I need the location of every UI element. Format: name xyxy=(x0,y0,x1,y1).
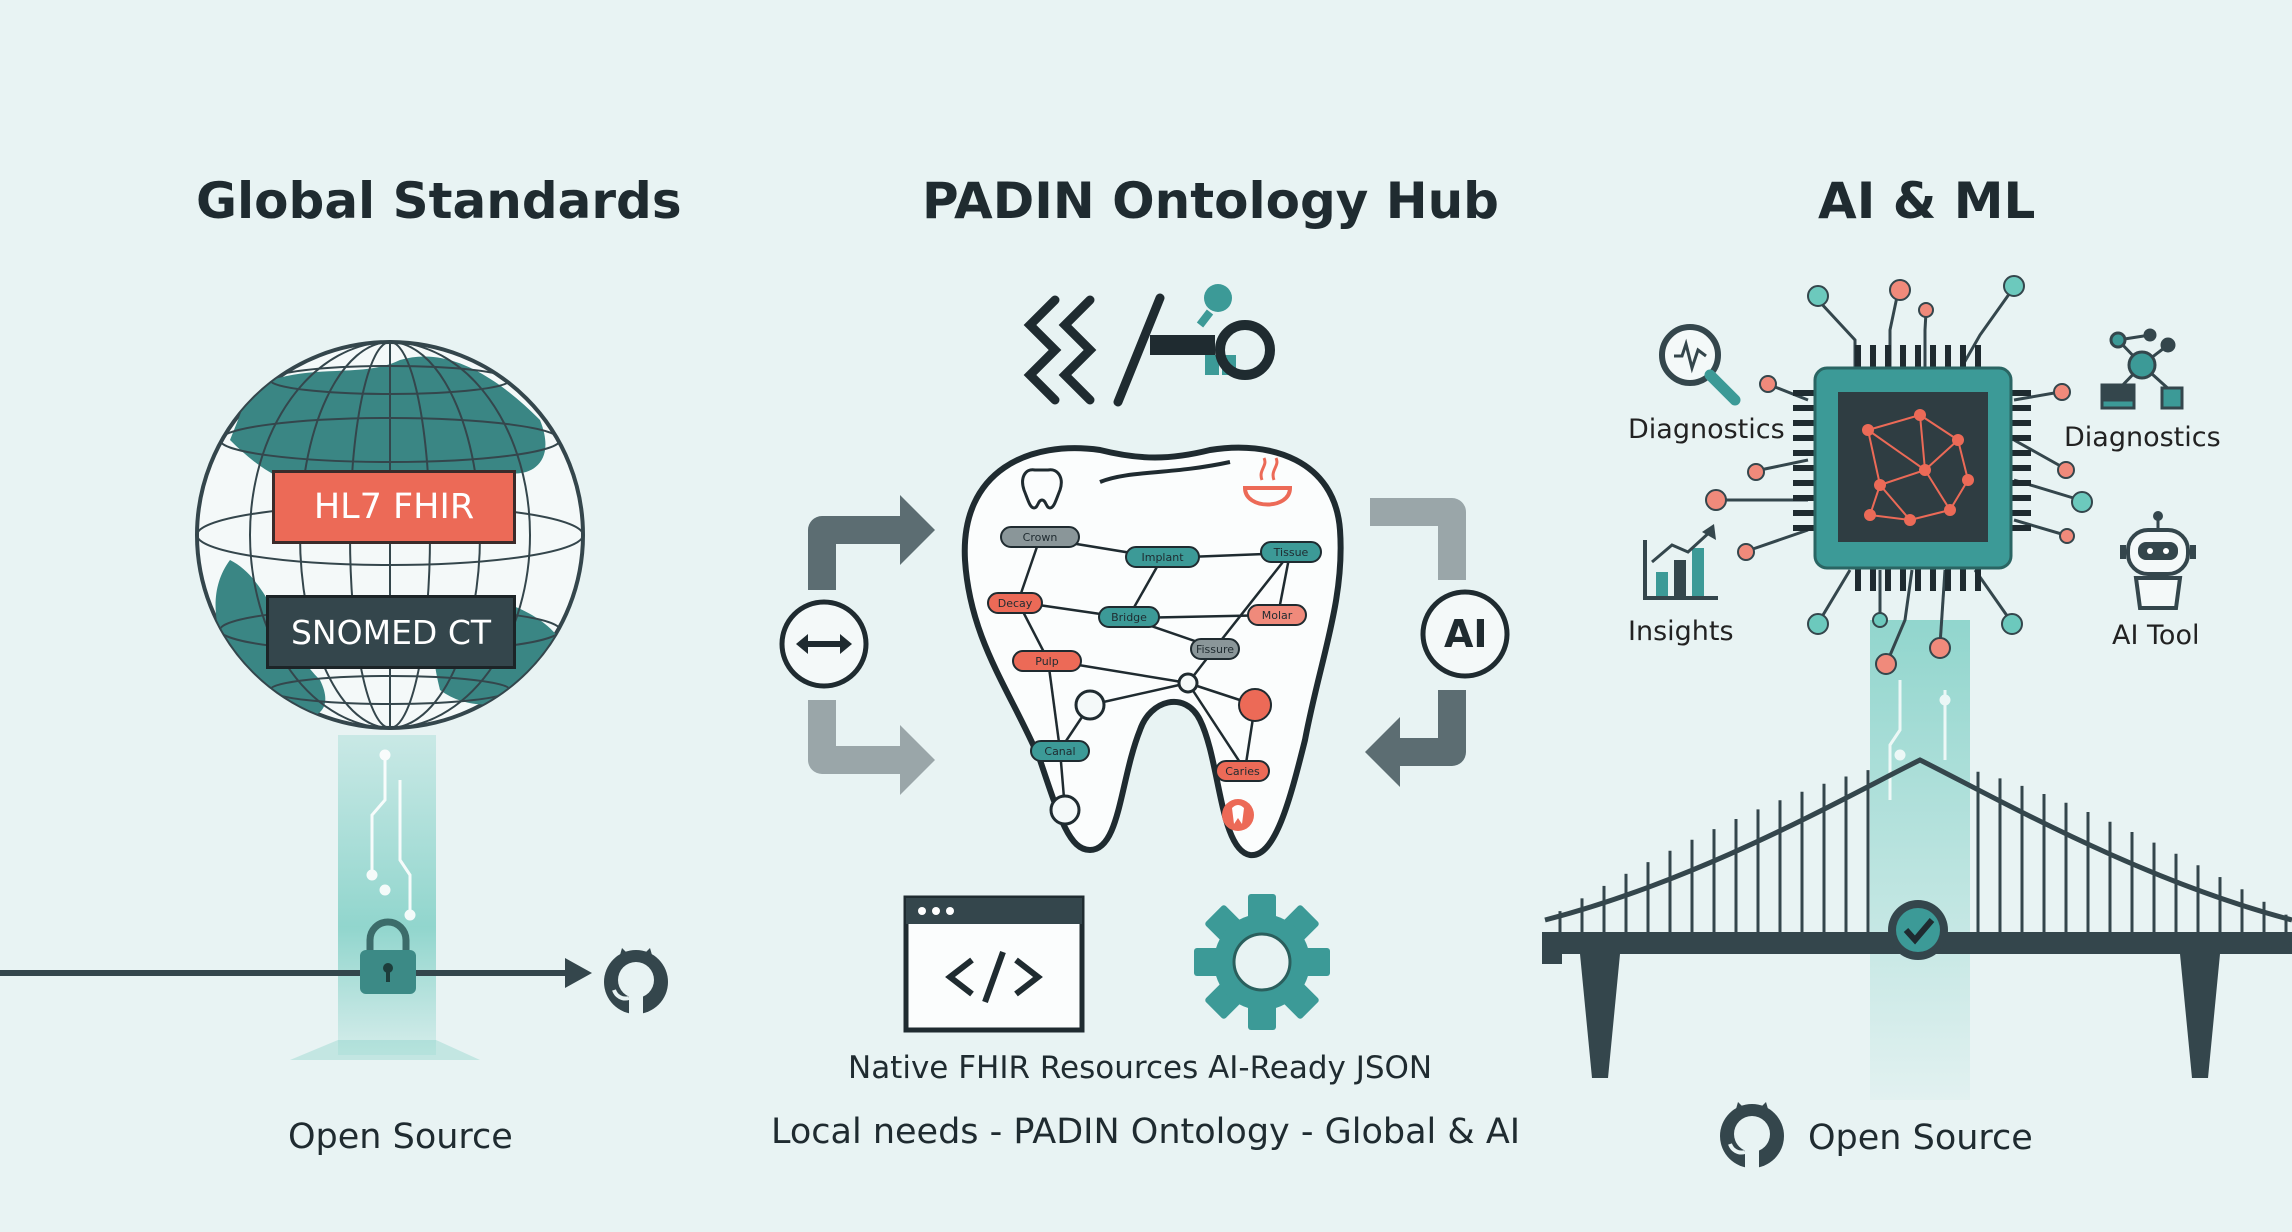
right-beam xyxy=(1870,620,1970,1100)
ai-ml-title: AI & ML xyxy=(1818,172,2036,230)
label-diagnostics-1: Diagnostics xyxy=(1628,414,1785,445)
ontology-node: Bridge xyxy=(1098,606,1160,628)
ontology-node: Molar xyxy=(1247,604,1307,626)
ontology-node: Fissure xyxy=(1190,638,1240,660)
ontology-node: Crown xyxy=(1000,526,1080,548)
label-ai-tool: AI Tool xyxy=(2112,620,2200,651)
left-footer: Open Source xyxy=(288,1117,513,1157)
ontology-node: Caries xyxy=(1215,760,1270,782)
center-caption-1: Native FHIR Resources AI-Ready JSON xyxy=(848,1050,1433,1086)
ontology-node: Canal xyxy=(1030,740,1090,762)
ai-badge-label: AI xyxy=(1444,612,1488,656)
ontology-node: Decay xyxy=(987,592,1043,614)
cycle-arrow-right xyxy=(1370,498,1466,766)
right-footer: Open Source xyxy=(1808,1118,2033,1158)
circuit-traces xyxy=(366,749,416,921)
gear-icon xyxy=(1194,894,1330,1030)
bridge-icon xyxy=(1542,757,2292,1078)
exchange-icon xyxy=(779,599,869,689)
cycle-arrow-left xyxy=(808,516,905,774)
lock-icon xyxy=(360,918,416,994)
center-caption-2: Local needs - PADIN Ontology - Global & … xyxy=(771,1112,1521,1152)
ai-badge xyxy=(1420,589,1510,679)
label-diagnostics-2: Diagnostics xyxy=(2064,422,2221,453)
check-badge-icon xyxy=(1888,900,1948,960)
github-icon[interactable] xyxy=(1720,1102,1784,1170)
ontology-node: Tissue xyxy=(1260,541,1322,563)
trace-nodes xyxy=(1705,275,2093,675)
chip-pins xyxy=(1793,345,2031,591)
key-icon xyxy=(1150,284,1275,380)
magnifier-icon xyxy=(1659,324,1741,406)
ontology-node: Pulp xyxy=(1012,650,1082,672)
ai-chip-icon xyxy=(1813,366,2013,570)
network-icon xyxy=(2100,328,2184,410)
code-window-icon xyxy=(903,895,1085,1033)
data-wave-icon xyxy=(1023,293,1165,407)
padin-hub-title: PADIN Ontology Hub xyxy=(922,172,1499,230)
bar-chart-icon xyxy=(1643,524,1718,600)
github-icon[interactable] xyxy=(604,948,668,1016)
hl7-fhir-badge: HL7 FHIR xyxy=(272,470,516,544)
ontology-node: Implant xyxy=(1125,546,1200,568)
label-insights: Insights xyxy=(1628,616,1734,647)
robot-icon xyxy=(2120,511,2196,610)
global-standards-title: Global Standards xyxy=(196,172,682,230)
snomed-ct-badge: SNOMED CT xyxy=(266,595,516,669)
